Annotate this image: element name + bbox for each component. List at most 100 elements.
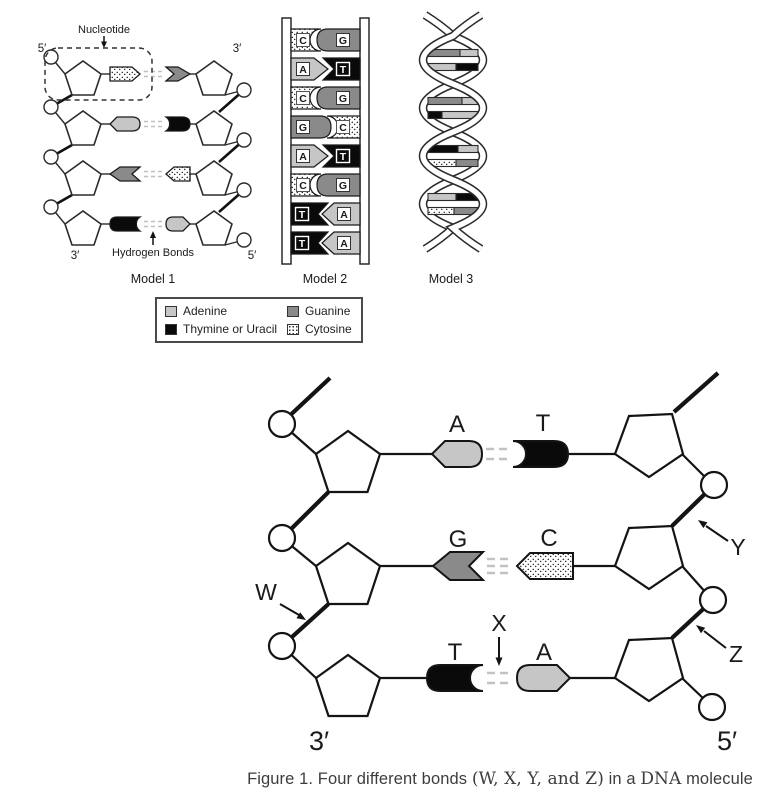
sugar-pentagon: [613, 636, 685, 703]
legend-label: Adenine: [183, 304, 228, 318]
sugar-pentagon: [613, 524, 685, 591]
model2-diagram: C G A T C G: [281, 17, 370, 286]
base-letter: T: [340, 64, 347, 76]
phosphate-circle: [267, 409, 297, 439]
nucleotide-outline: [44, 47, 153, 101]
phosphate-circle: [43, 199, 59, 215]
adenine-base: [430, 440, 484, 468]
base-rung: [427, 110, 479, 120]
base-label-a1: A: [449, 411, 465, 438]
caption-bond-letters: (W, X, Y, and Z): [471, 769, 604, 789]
base-label-g2: G: [449, 526, 468, 553]
base-letter: A: [299, 151, 307, 163]
phosphate-circle: [267, 631, 297, 661]
guanine-base: [431, 551, 486, 581]
base-pair-row: A T: [290, 57, 361, 81]
base-letter: A: [340, 209, 348, 221]
adenine-base: [165, 216, 191, 232]
base-label-c2: C: [540, 525, 557, 552]
sugar-pentagon: [195, 160, 233, 196]
adenine-base: [515, 664, 572, 692]
cytosine-base: [515, 552, 574, 580]
figure1-sugar-pentagons: [314, 412, 685, 718]
sugar-pentagon: [64, 110, 102, 146]
model3-caption: Model 3: [429, 272, 474, 286]
base-pair-row: T A: [290, 202, 361, 226]
model1-3prime-top-label: 3′: [233, 43, 242, 55]
thymine-base: [512, 440, 570, 468]
base-letter: G: [339, 180, 347, 192]
thymine-swatch-icon: [165, 323, 177, 335]
base-label-t3: T: [448, 639, 463, 666]
legend-item-guanine: Guanine: [287, 303, 353, 319]
legend-label: Cytosine: [305, 322, 352, 336]
phosphate-circle: [43, 99, 59, 115]
caption-text: in a: [603, 770, 641, 788]
model3-diagram: Model 3: [418, 11, 488, 286]
bond-label-z: Z: [729, 641, 743, 667]
base-letter: T: [299, 238, 306, 250]
base-color-legend: Adenine Guanine Thymine or Uracil Cytosi…: [155, 297, 363, 343]
base-pair-row: C G: [290, 28, 361, 52]
base-letter: A: [299, 64, 307, 76]
base-letter: C: [299, 180, 307, 192]
guanine-base: [108, 166, 142, 182]
cytosine-base: [165, 166, 191, 182]
base-letter: C: [339, 122, 347, 134]
base-rung: [427, 144, 479, 154]
legend-item-cytosine: Cytosine: [287, 321, 353, 337]
figure1-bases: [425, 440, 574, 692]
base-letter: A: [340, 238, 348, 250]
model1-bases: [108, 66, 192, 232]
phosphate-circle: [699, 470, 729, 500]
phosphate-circle: [697, 692, 727, 722]
sugar-pentagon: [64, 210, 102, 246]
phosphate-circle: [43, 149, 59, 165]
helix-strand-front: [418, 11, 488, 253]
base-pair-row: T A: [290, 231, 361, 255]
model2-caption: Model 2: [303, 272, 348, 286]
phosphate-circle: [267, 523, 297, 553]
y-arrow-icon: [698, 520, 729, 542]
sugar-pentagon: [195, 210, 233, 246]
base-letter: G: [339, 35, 347, 47]
sugar-pentagon: [314, 541, 382, 606]
sugar-pentagon: [195, 110, 233, 146]
sugar-pentagon: [314, 429, 382, 494]
model2-base-rows: C G A T C G: [290, 28, 361, 255]
model1-hydrogen-bond-dashes: [144, 70, 162, 228]
base-rung: [427, 158, 479, 168]
base-letter: T: [340, 151, 347, 163]
base-letter: C: [299, 93, 307, 105]
hydrogen-bonds-label: Hydrogen Bonds: [112, 247, 194, 259]
base-pair-row: G C: [290, 115, 361, 139]
figure1-caption: Figure 1. Four different bonds (W, X, Y,…: [216, 769, 768, 789]
figure1-5prime-label: 5′: [717, 726, 737, 756]
base-pair-row: C G: [290, 86, 361, 110]
sugar-pentagon: [195, 60, 233, 96]
model1-diagram: Nucleotide 5′ 3′ 3′ 5′ Hydrogen Bonds Mo…: [38, 24, 257, 286]
base-pair-row: C G: [290, 173, 361, 197]
legend-item-adenine: Adenine: [165, 303, 287, 319]
nucleotide-label: Nucleotide: [78, 24, 130, 36]
hydrogen-bonds-arrow-icon: [150, 231, 156, 245]
model1-3prime-bottom-label: 3′: [71, 250, 80, 262]
model1-5prime-bottom-label: 5′: [248, 250, 257, 262]
model2-left-rail: [281, 17, 292, 265]
adenine-base: [109, 116, 141, 132]
base-label-a3: A: [536, 639, 552, 666]
cytosine-base: [109, 66, 141, 82]
bond-label-y: Y: [730, 534, 745, 560]
nucleotide-arrow-icon: [101, 36, 107, 48]
sugar-pentagon: [64, 60, 102, 96]
base-rung: [427, 206, 479, 216]
model1-phosphate-circles: [43, 49, 252, 248]
sugar-pentagon: [64, 160, 102, 196]
figure1-diagram: A T G C T A W X Y Z 3′ 5′: [255, 371, 746, 756]
base-rung: [427, 96, 479, 106]
thymine-base: [163, 116, 191, 132]
figure1-3prime-label: 3′: [309, 726, 329, 756]
phosphate-circle: [236, 232, 252, 248]
phosphate-circle: [236, 182, 252, 198]
caption-dna: DNA: [640, 769, 682, 789]
